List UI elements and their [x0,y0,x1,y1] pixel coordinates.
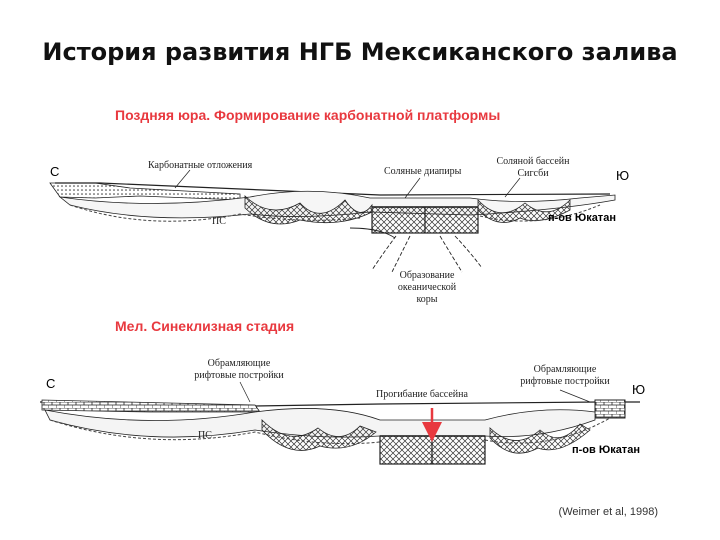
carbonate-platform-left [41,399,261,413]
ocean-crust-label: Образование океанической коры [382,270,472,306]
section-cretaceous [39,381,640,465]
ocean-crust-line2: океанической [397,282,457,293]
section-late-jurassic [49,169,616,273]
rift-left-label: Обрамляющие рифтовые постройки [184,358,294,382]
sigsbee-basin-line2: Сигсби [517,168,549,179]
rift-right-line1: Обрамляющие [533,364,597,375]
salt-body-left-2 [261,419,377,451]
carbonate-wedge-left [49,182,241,201]
sigsbee-basin-label: Соляной бассейн Сигсби [488,156,578,180]
stage-title-cretaceous: Мел. Синеклизная стадия [115,318,295,334]
salt-body-right-2 [489,423,591,454]
salt-body-left-1 [244,195,373,225]
salt-body-right-1 [477,198,571,223]
ocean-crust-line3: коры [416,294,438,305]
yucatan-label-2: п-ов Юкатан [572,444,640,456]
citation: (Weimer et al, 1998) [558,506,658,518]
south-label-2: Ю [632,382,646,397]
salt-diapirs-label: Соляные диапиры [384,166,462,177]
carbonate-deposits-label: Карбонатные отложения [148,160,253,171]
sigsbee-basin-line1: Соляной бассейн [496,156,570,167]
basin-subsidence-label: Прогибание бассейна [376,389,468,400]
north-label-1: С [50,164,60,179]
rift-right-line2: рифтовые постройки [520,376,610,387]
basement-right-1 [479,204,601,222]
basement-left-1 [69,204,361,222]
rift-left-line2: рифтовые постройки [194,370,284,381]
ocean-crust-line1: Образование [399,270,455,281]
page-title: История развития НГБ Мексиканского залив… [42,38,678,66]
ps-label-1: ПС [212,216,226,227]
yucatan-label-1: п-ов Юкатан [548,212,616,224]
ps-label-2: ПС [198,430,212,441]
north-label-2: С [46,376,56,391]
sediment-fill-2 [44,408,596,438]
stage-title-late-jurassic: Поздняя юра. Формирование карбонатной пл… [115,107,501,123]
south-label-1: Ю [616,168,630,183]
rift-right-label: Обрамляющие рифтовые постройки [510,364,620,388]
basement-left-2 [49,419,381,445]
rift-left-line1: Обрамляющие [207,358,271,369]
reef-right [594,399,626,419]
